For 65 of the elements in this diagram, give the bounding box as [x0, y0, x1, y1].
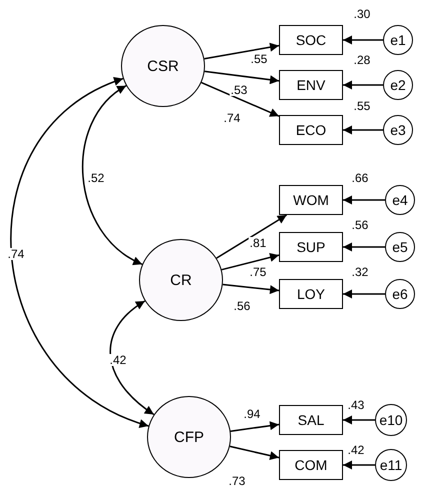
- r-squared-value: .55: [354, 100, 370, 112]
- node-label: ECO: [296, 123, 326, 137]
- node-label: SAL: [298, 413, 324, 427]
- r-squared-value: .43: [348, 399, 364, 411]
- path-arrow: [343, 416, 375, 424]
- node-label: CFP: [174, 430, 204, 444]
- path-arrow: [343, 460, 375, 470]
- edge-label: .73: [228, 475, 246, 487]
- indicator-box: [279, 232, 343, 262]
- path-arrow: [216, 214, 288, 259]
- path-arrow: [343, 36, 383, 44]
- path-arrow: [343, 290, 385, 298]
- edge-label: .75: [248, 266, 268, 278]
- node-label: e11: [380, 458, 402, 472]
- edge-label: .53: [230, 84, 248, 96]
- node-label: e1: [390, 33, 406, 47]
- path-arrow: [222, 284, 280, 294]
- edge-label: .74: [222, 112, 242, 124]
- indicator-box: [279, 185, 343, 215]
- covariance-arrow: [82, 85, 143, 265]
- path-arrow: [343, 80, 383, 90]
- node-label: CR: [170, 272, 192, 288]
- edge-label: .42: [108, 354, 128, 366]
- indicator-box: [279, 70, 343, 100]
- node-label: WOM: [293, 193, 329, 207]
- node-label: LOY: [296, 287, 325, 301]
- edge-label: .56: [232, 300, 252, 312]
- edge-label: .81: [248, 237, 268, 249]
- indicator-box: [279, 405, 343, 435]
- edge-label: .74: [6, 248, 26, 260]
- covariance-arrow: [10, 78, 149, 427]
- r-squared-value: .66: [352, 172, 368, 184]
- node-label: e10: [379, 413, 403, 427]
- node-label: e3: [390, 123, 406, 137]
- edge-label: .52: [86, 172, 106, 184]
- node-label: e6: [392, 287, 408, 301]
- r-squared-value: .42: [348, 444, 364, 456]
- indicator-box: [279, 450, 343, 480]
- node-label: e5: [392, 240, 408, 254]
- node-label: e4: [392, 193, 408, 207]
- r-squared-value: .28: [354, 54, 370, 66]
- node-label: SOC: [296, 33, 326, 47]
- path-arrow: [230, 421, 280, 432]
- r-squared-value: .32: [352, 266, 368, 278]
- node-label: CSR: [147, 58, 179, 74]
- path-arrow: [204, 70, 280, 84]
- node-label: SUP: [296, 240, 326, 254]
- path-arrow: [343, 242, 385, 252]
- path-arrow: [343, 196, 385, 204]
- edge-label: .55: [250, 53, 268, 65]
- r-squared-value: .30: [354, 8, 370, 20]
- path-arrow: [343, 126, 383, 134]
- path-arrow: [204, 42, 280, 60]
- indicator-box: [279, 25, 343, 55]
- path-arrow: [230, 446, 280, 460]
- node-label: ENV: [296, 78, 326, 92]
- node-label: e2: [390, 78, 406, 92]
- path-arrow: [201, 82, 280, 117]
- node-label: COM: [294, 458, 328, 472]
- r-squared-value: .56: [352, 219, 368, 231]
- path-arrow: [221, 252, 280, 270]
- covariance-arrow: [110, 300, 154, 416]
- indicator-box: [279, 115, 343, 145]
- edge-label: .94: [242, 408, 262, 420]
- indicator-box: [279, 279, 343, 309]
